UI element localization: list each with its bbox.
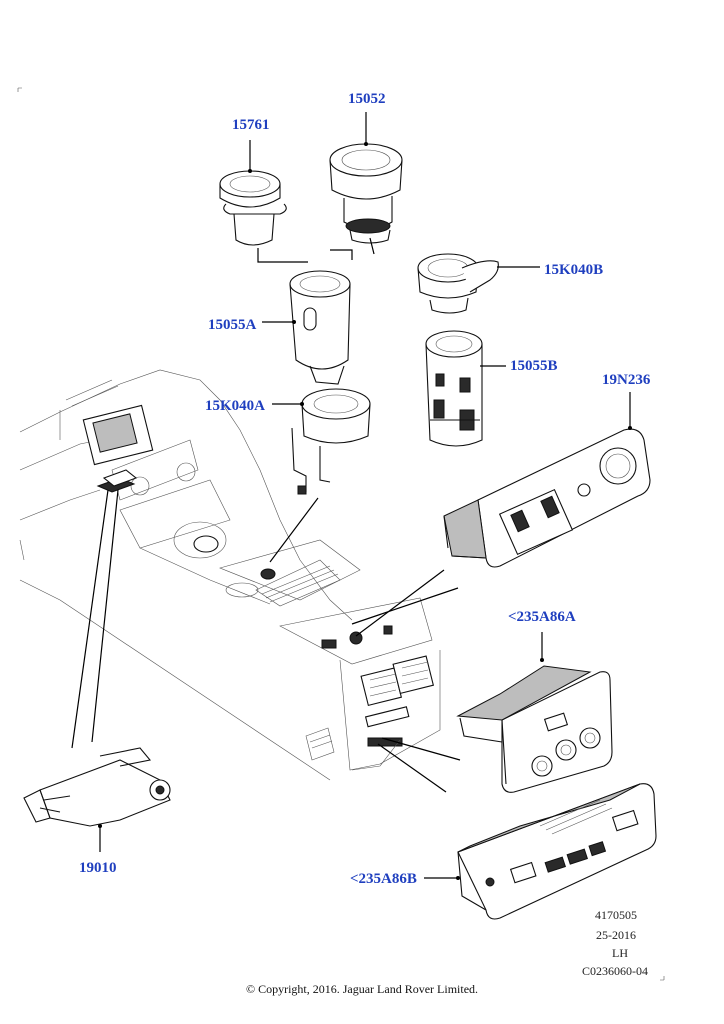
group-bracket-top — [257, 237, 375, 263]
part-19N236-panel[interactable] — [443, 392, 651, 568]
callout-15K040A[interactable]: 15K040A — [205, 398, 265, 414]
part-15761-lighter[interactable] — [219, 140, 287, 246]
part-235A86B-usb-panel[interactable] — [424, 783, 657, 920]
callout-15761[interactable]: 15761 — [232, 117, 270, 133]
corner-marks — [17, 87, 665, 981]
drawing-ref-line-2: 25-2016 — [596, 928, 636, 942]
callout-15055A[interactable]: 15055A — [208, 317, 257, 333]
callout-15K040B[interactable]: 15K040B — [544, 262, 604, 278]
part-19010-module[interactable] — [23, 747, 171, 852]
part-15K040B-retainer[interactable] — [417, 253, 540, 314]
copyright-notice: © Copyright, 2016. Jaguar Land Rover Lim… — [245, 982, 479, 996]
part-15055B-socket-body[interactable] — [425, 330, 506, 447]
part-15K040A-retainer[interactable] — [272, 388, 371, 495]
drawing-ref-line-3: LH — [612, 946, 628, 960]
console-module-19010-location — [96, 469, 138, 493]
part-15055A-socket-body[interactable] — [262, 270, 351, 385]
callout-235A86B[interactable]: <235A86B — [350, 871, 417, 887]
callout-19010[interactable]: 19010 — [79, 860, 117, 876]
callout-19N236[interactable]: 19N236 — [602, 372, 651, 388]
leader-lines — [71, 489, 461, 793]
part-235A86A-aux-panel[interactable] — [456, 632, 613, 793]
part-15052-lighter-element[interactable] — [329, 112, 403, 244]
callout-15052[interactable]: 15052 — [348, 91, 386, 107]
drawing-ref-line-4: C0236060-04 — [582, 964, 648, 978]
callout-15055B[interactable]: 15055B — [510, 358, 558, 374]
drawing-ref-line-1: 4170505 — [595, 908, 637, 922]
callout-235A86A[interactable]: <235A86A — [508, 609, 576, 625]
center-console-illustration — [19, 369, 441, 781]
